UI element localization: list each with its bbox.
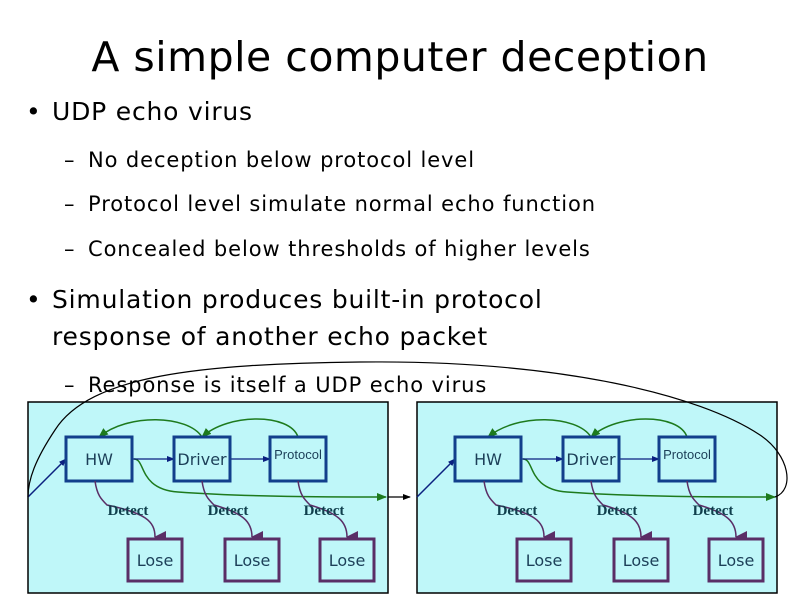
bullet-text: UDP echo virus — [52, 97, 253, 126]
layer-label: Driver — [566, 450, 616, 469]
subitem-no-deception: – No deception below protocol level — [64, 148, 475, 172]
subitem-text: Concealed below thresholds of higher lev… — [88, 237, 591, 261]
bullet-simulation: • Simulation produces built-in protocol … — [26, 281, 543, 355]
dash-glyph: – — [64, 373, 76, 397]
detect-arrow — [94, 480, 167, 543]
lose-label: Lose — [718, 551, 755, 570]
bullet-text-line2: response of another echo packet — [52, 322, 488, 351]
lose-label: Lose — [623, 551, 660, 570]
subitem-concealed: – Concealed below thresholds of higher l… — [64, 237, 591, 261]
detect-label: Detect — [108, 503, 149, 519]
layer-label: Driver — [177, 450, 227, 469]
dash-glyph: – — [64, 237, 76, 261]
bullet-udp-echo-virus: • UDP echo virus — [26, 93, 253, 130]
lose-label: Lose — [329, 551, 366, 570]
bullet-dot: • — [26, 285, 42, 314]
detect-label: Detect — [304, 503, 345, 519]
subitem-protocol-simulate: – Protocol level simulate normal echo fu… — [64, 192, 596, 216]
input-arrow — [416, 458, 456, 498]
detect-arrow — [483, 480, 556, 543]
detect-arrow — [201, 480, 264, 543]
echo-output-arrow — [133, 458, 387, 501]
bullet-text-line1: Simulation produces built-in protocol — [52, 285, 543, 314]
lose-box — [612, 537, 670, 583]
dash-glyph: – — [64, 148, 76, 172]
echo-output-arrow — [522, 458, 776, 501]
detect-arrow — [297, 480, 359, 543]
lose-box — [707, 537, 765, 583]
detect-label: Detect — [597, 503, 638, 519]
layer-label: Protocol — [663, 447, 711, 462]
lose-box — [126, 537, 184, 583]
detect-arrow — [686, 480, 748, 543]
subitem-text: No deception below protocol level — [88, 148, 475, 172]
lose-box — [223, 537, 281, 583]
layer-box-driver — [561, 435, 621, 483]
detect-label: Detect — [208, 503, 249, 519]
layer-box-protocol — [657, 435, 717, 483]
lose-box — [515, 537, 573, 583]
lose-label: Lose — [137, 551, 174, 570]
layer-label: HW — [85, 450, 113, 469]
layer-label: Protocol — [274, 447, 322, 462]
lose-label: Lose — [526, 551, 563, 570]
return-arrow-protocol-to-driver — [590, 418, 688, 438]
return-arrow-protocol-to-driver — [201, 418, 299, 438]
lose-label: Lose — [234, 551, 271, 570]
detect-label: Detect — [693, 503, 734, 519]
input-arrow — [27, 458, 67, 498]
lose-box — [318, 537, 376, 583]
slide-title: A simple computer deception — [91, 33, 709, 81]
detect-label: Detect — [497, 503, 538, 519]
layer-box-hw — [453, 435, 523, 483]
bullet-dot: • — [26, 97, 42, 126]
return-arrow-driver-to-hw — [98, 419, 203, 438]
layer-label: HW — [474, 450, 502, 469]
echo-loop-curve — [27, 361, 788, 498]
layer-box-hw — [64, 435, 134, 483]
dash-glyph: – — [64, 192, 76, 216]
return-arrow-driver-to-hw — [487, 419, 592, 438]
detect-arrow — [590, 480, 653, 543]
subitem-text: Protocol level simulate normal echo func… — [88, 192, 596, 216]
